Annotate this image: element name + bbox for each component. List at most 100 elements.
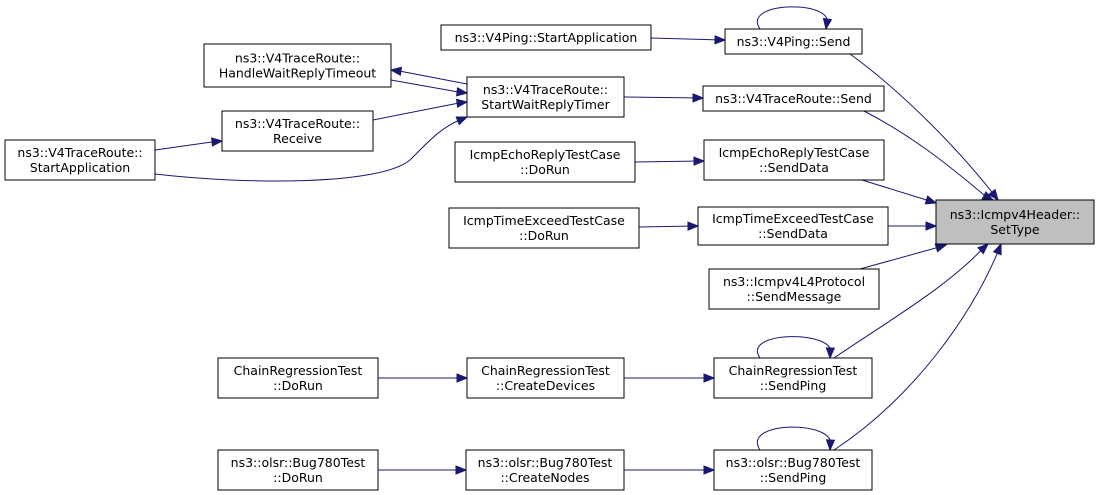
- edge-v4ping_send-to-v4ping_send: [756, 6, 833, 31]
- node-te-send[interactable]: IcmpTimeExceedTestCase::SendData: [697, 206, 889, 246]
- node-label-line: SetType: [990, 222, 1040, 237]
- node-tr-handle[interactable]: ns3::V4TraceRoute::HandleWaitReplyTimeou…: [203, 43, 392, 88]
- edge-line: [372, 101, 465, 121]
- node-te-run[interactable]: IcmpTimeExceedTestCase::DoRun: [448, 207, 640, 249]
- node-settype[interactable]: ns3::Icmpv4Header::SetType: [935, 199, 1095, 245]
- edge-arrowhead: [925, 221, 938, 231]
- edge-tr_receive-to-tr_startwait: [372, 98, 469, 121]
- edge-arrowhead: [456, 87, 469, 97]
- edge-tr_handle-to-tr_startwait: [390, 79, 469, 97]
- edge-arrowhead: [211, 137, 224, 147]
- edge-arrowhead: [703, 373, 716, 383]
- node-label-line: IcmpEchoReplyTestCase: [719, 145, 870, 160]
- node-box: [466, 357, 625, 399]
- node-bug-run[interactable]: ns3::olsr::Bug780Test::DoRun: [217, 449, 379, 491]
- node-box: [217, 357, 379, 399]
- node-tr-startwait[interactable]: ns3::V4TraceRoute::StartWaitReplyTimer: [466, 76, 625, 118]
- node-box: [697, 206, 889, 246]
- edge-arrowhead: [687, 221, 700, 231]
- edge-line: [634, 160, 702, 163]
- edge-te_run-to-te_send: [638, 221, 700, 231]
- edge-arrowhead: [455, 98, 469, 109]
- node-bug-create[interactable]: ns3::olsr::Bug780Test::CreateNodes: [465, 449, 625, 491]
- edge-arrowhead: [977, 243, 989, 255]
- node-box: [708, 268, 880, 310]
- edge-bug_ping-to-settype: [833, 242, 1002, 451]
- edge-line: [849, 53, 999, 201]
- edge-line: [756, 336, 831, 359]
- edge-arrowhead: [703, 465, 716, 475]
- edge-chain_ping-to-settype: [833, 243, 989, 359]
- node-box: [935, 199, 1095, 245]
- edge-arrowhead: [822, 17, 833, 31]
- node-box: [724, 28, 863, 55]
- edge-line: [154, 140, 220, 151]
- node-v4ping-send[interactable]: ns3::V4Ping::Send: [724, 28, 863, 55]
- node-tr-send[interactable]: ns3::V4TraceRoute::Send: [702, 85, 885, 112]
- node-chain-create[interactable]: ChainRegressionTest::CreateDevices: [466, 357, 625, 399]
- edge-line: [154, 117, 465, 182]
- edge-bug_ping-to-bug_ping: [756, 426, 836, 452]
- node-label-line: ::CreateDevices: [496, 378, 595, 393]
- node-box: [713, 357, 873, 399]
- node-label-line: ns3::V4TraceRoute::Send: [715, 91, 872, 106]
- node-label-line: ChainRegressionTest: [234, 363, 363, 378]
- graph-edges: [154, 6, 1002, 475]
- edge-arrowhead: [692, 93, 705, 103]
- node-box: [703, 139, 885, 181]
- edge-chain_ping-to-chain_ping: [756, 336, 836, 360]
- edge-l4_send-to-settype: [859, 243, 948, 270]
- edge-arrowhead: [924, 195, 938, 205]
- edge-arrowhead: [693, 156, 706, 166]
- node-chain-run[interactable]: ChainRegressionTest::DoRun: [217, 357, 379, 399]
- edge-line: [756, 6, 828, 30]
- edge-v4ping_start-to-v4ping_send: [650, 35, 727, 45]
- edge-tr_startwait-to-tr_handle: [389, 66, 468, 85]
- node-label-line: ::DoRun: [519, 228, 569, 243]
- edge-line: [861, 179, 934, 203]
- node-bug-ping[interactable]: ns3::olsr::Bug780Test::SendPing: [713, 449, 873, 491]
- node-echo-send[interactable]: IcmpEchoReplyTestCase::SendData: [703, 139, 885, 181]
- node-tr-receive[interactable]: ns3::V4TraceRoute::Receive: [221, 110, 374, 152]
- node-box: [221, 110, 374, 152]
- node-label-line: ns3::olsr::Bug780Test: [478, 455, 613, 470]
- edge-echo_send-to-settype: [861, 179, 938, 205]
- edge-arrowhead: [455, 116, 469, 126]
- edge-line: [623, 96, 701, 99]
- edge-line: [638, 225, 696, 228]
- edge-arrowhead: [825, 347, 836, 360]
- node-l4-send[interactable]: ns3::Icmpv4L4Protocol::SendMessage: [708, 268, 880, 310]
- node-box: [702, 85, 885, 112]
- edge-te_send-to-settype: [888, 221, 938, 231]
- node-box: [466, 76, 625, 118]
- node-label-line: ns3::V4TraceRoute::: [483, 82, 608, 97]
- node-label-line: ns3::V4Ping::Send: [737, 34, 851, 49]
- node-echo-run[interactable]: IcmpEchoReplyTestCase::DoRun: [454, 141, 636, 183]
- node-label-line: ns3::Icmpv4Header::: [950, 207, 1081, 222]
- edge-arrowhead: [934, 243, 948, 253]
- edge-arrowhead: [987, 188, 999, 202]
- node-label-line: StartApplication: [30, 160, 130, 175]
- edge-line: [393, 69, 468, 85]
- edge-line: [833, 245, 986, 359]
- edge-line: [390, 79, 465, 94]
- node-box: [448, 207, 640, 249]
- node-box: [4, 139, 156, 181]
- node-chain-ping[interactable]: ChainRegressionTest::SendPing: [713, 357, 873, 399]
- node-label-line: ::CreateNodes: [500, 470, 589, 485]
- node-v4ping-start[interactable]: ns3::V4Ping::StartApplication: [440, 24, 652, 51]
- node-label-line: Receive: [273, 131, 322, 146]
- node-label-line: ChainRegressionTest: [729, 363, 858, 378]
- node-label-line: ns3::V4Ping::StartApplication: [455, 30, 638, 45]
- edge-arrowhead: [455, 465, 468, 475]
- graph-nodes: ns3::Icmpv4Header::SetType ns3::V4Ping::S…: [4, 24, 1095, 491]
- node-tr-startapp[interactable]: ns3::V4TraceRoute::StartApplication: [4, 139, 156, 181]
- node-label-line: ns3::olsr::Bug780Test: [726, 455, 861, 470]
- node-box: [440, 24, 652, 51]
- edge-arrowhead: [992, 242, 1002, 256]
- edge-v4ping_send-to-settype: [849, 53, 999, 202]
- node-label-line: ns3::V4TraceRoute::: [235, 116, 360, 131]
- edge-tr_startwait-to-tr_send: [623, 93, 705, 103]
- edge-line: [859, 245, 944, 270]
